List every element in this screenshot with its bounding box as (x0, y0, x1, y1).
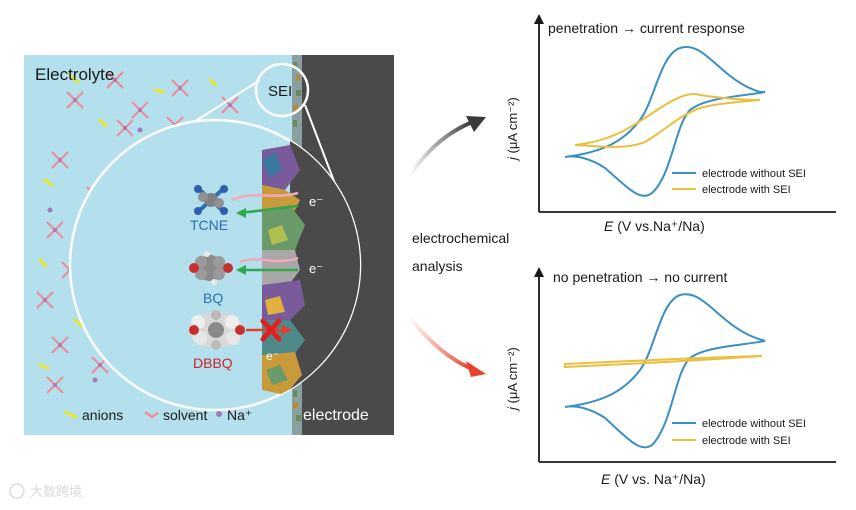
chart-bottom-legend: electrode without SEI electrode with SEI (672, 418, 806, 447)
chart-top-axes (534, 14, 836, 213)
schematic-panel (24, 55, 394, 435)
chart-top-ylabel: j (μA cm⁻²) (505, 97, 520, 162)
chart-top-xlabel: E (V vs.Na⁺/Na) (604, 218, 705, 234)
legend-item-with-sei: electrode with SEI (702, 184, 791, 196)
chart-bottom-title: no penetration → no current (553, 269, 727, 285)
dbbq-label: DBBQ (193, 355, 233, 371)
species-legend-icons (63, 410, 222, 419)
watermark-text: 大数跨境 (30, 484, 82, 499)
cv-curve-without-sei-top (564, 45, 766, 197)
electron-label-2: e⁻ (309, 261, 323, 276)
legend-item-without-sei: electrode without SEI (702, 418, 806, 430)
cv-curve-with-sei-bottom (564, 355, 763, 369)
cv-curve-with-sei-top (574, 93, 761, 148)
sei-label: SEI (268, 83, 292, 100)
legend-item-without-sei: electrode without SEI (702, 168, 806, 180)
chart-bottom-xlabel: E (V vs. Na⁺/Na) (601, 471, 706, 487)
dbbq-molecule (188, 310, 245, 350)
electron-label-3: e⁻ (266, 349, 279, 363)
cv-curve-without-sei-bottom (564, 293, 766, 449)
chart-top: penetration → current response j (μA cm⁻… (505, 14, 836, 234)
electrolyte-label: Electrolyte (35, 65, 114, 84)
tcne-molecule (194, 185, 228, 215)
watermark: 大数跨境 (9, 483, 82, 499)
blocked-cross-icon (260, 318, 282, 342)
sei-callout-circle (254, 62, 310, 118)
chart-bottom: no penetration → no current j (μA cm⁻²) … (505, 267, 836, 487)
electron-arrows (231, 191, 299, 335)
legend-item-with-sei: electrode with SEI (702, 435, 791, 447)
legend-na-label: Na⁺ (227, 407, 252, 423)
electron-label-1: e⁻ (309, 194, 323, 209)
analysis-label-line2: analysis (412, 258, 463, 274)
legend-anions-label: anions (82, 407, 123, 423)
analysis-arrows (408, 116, 486, 377)
electrode-label: electrode (303, 407, 369, 424)
analysis-label-line1: electrochemical (412, 230, 509, 246)
chart-top-title: penetration → current response (548, 20, 745, 36)
bq-molecule (189, 251, 233, 285)
tcne-label: TCNE (190, 217, 228, 233)
legend-solvent-label: solvent (163, 407, 207, 423)
chart-top-legend: electrode without SEI electrode with SEI (672, 168, 806, 196)
chart-bottom-axes (534, 267, 836, 463)
bq-label: BQ (203, 290, 223, 306)
chart-bottom-ylabel: j (μA cm⁻²) (505, 347, 520, 412)
